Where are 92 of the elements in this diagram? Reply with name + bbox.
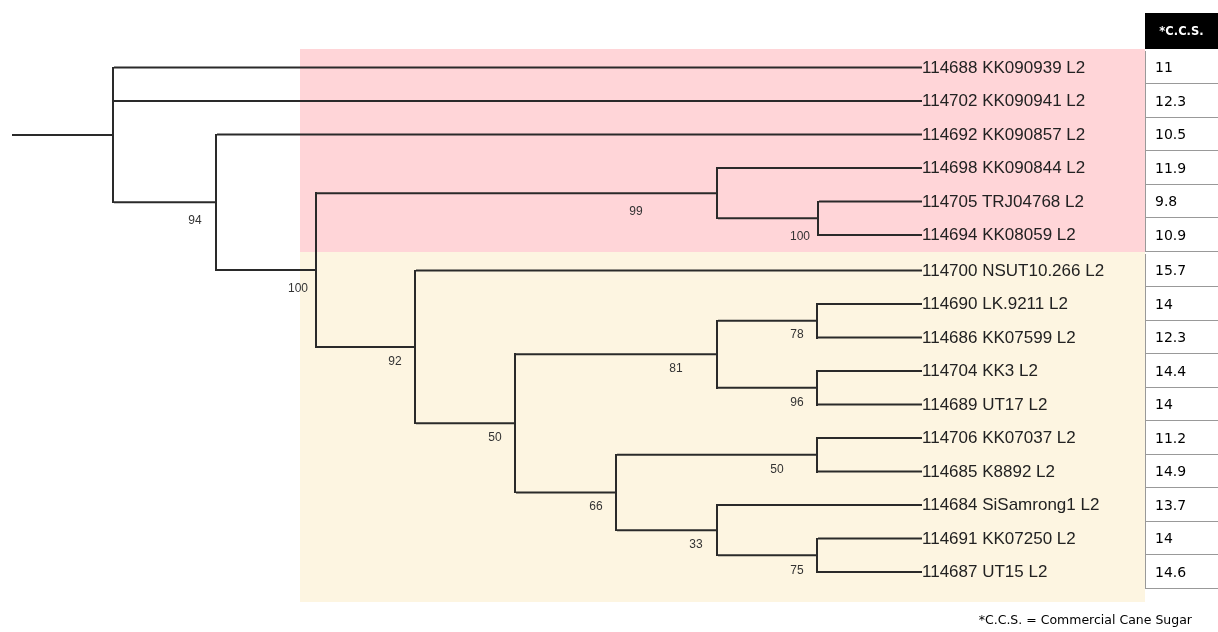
tree-branch bbox=[316, 192, 717, 195]
table-cell: 11.9 bbox=[1145, 151, 1218, 185]
clade-node-line bbox=[716, 167, 718, 220]
taxon-label: 114690 LK.9211 L2 bbox=[922, 292, 1068, 316]
bootstrap-value: 96 bbox=[790, 395, 804, 409]
table-cell: 14.9 bbox=[1145, 454, 1218, 489]
table-cell: 12.3 bbox=[1145, 320, 1218, 355]
taxon-label: 114685 K8892 L2 bbox=[922, 459, 1055, 484]
bootstrap-value: 92 bbox=[388, 354, 402, 368]
bootstrap-value: 50 bbox=[488, 430, 502, 444]
tree-branch bbox=[515, 353, 717, 356]
tree-branch bbox=[216, 133, 923, 136]
tree-branch bbox=[818, 200, 923, 203]
table-cell: 12.3 bbox=[1145, 84, 1218, 118]
bootstrap-value: 50 bbox=[770, 462, 784, 476]
table-cell: 11.2 bbox=[1145, 421, 1218, 455]
table-cell: 13.7 bbox=[1145, 488, 1218, 522]
bootstrap-value: 100 bbox=[790, 229, 810, 243]
tree-branch bbox=[817, 370, 923, 372]
bootstrap-value: 99 bbox=[629, 204, 643, 218]
clade-highlight bbox=[300, 49, 1145, 252]
tree-branch bbox=[515, 491, 616, 494]
tree-branch bbox=[817, 437, 923, 439]
taxon-label: 114691 KK07250 L2 bbox=[922, 526, 1076, 551]
bootstrap-value: 100 bbox=[288, 281, 308, 295]
table-cell: 14 bbox=[1145, 521, 1218, 556]
table-cell: 14.4 bbox=[1145, 354, 1218, 388]
tree-branch bbox=[316, 345, 415, 348]
clade-node-line bbox=[716, 319, 718, 389]
bootstrap-value: 75 bbox=[790, 563, 804, 577]
table-cell: 9.8 bbox=[1145, 184, 1218, 219]
taxon-label: 114704 KK3 L2 bbox=[922, 359, 1038, 383]
clade-node-line bbox=[112, 66, 114, 204]
clade-node-line bbox=[816, 437, 818, 473]
bootstrap-value: 78 bbox=[790, 327, 804, 341]
tree-branch bbox=[717, 319, 817, 322]
table-cell: 11 bbox=[1145, 50, 1218, 85]
tree-branch bbox=[817, 571, 923, 573]
table-cell: 14.6 bbox=[1145, 555, 1218, 589]
tree-branch bbox=[11, 133, 113, 136]
clade-node-line bbox=[315, 192, 317, 348]
taxon-label: 114706 KK07037 L2 bbox=[922, 426, 1076, 450]
tree-branch bbox=[415, 269, 923, 272]
tree-branch bbox=[817, 336, 923, 339]
tree-branch bbox=[717, 504, 923, 506]
tree-branch bbox=[717, 217, 818, 220]
taxon-label: 114700 NSUT10.266 L2 bbox=[922, 258, 1105, 283]
tree-branch bbox=[113, 66, 923, 69]
tree-branch bbox=[717, 554, 817, 557]
taxon-label: 114698 KK090844 L2 bbox=[922, 156, 1086, 180]
tree-branch bbox=[216, 269, 316, 271]
clade-node-line bbox=[816, 370, 818, 406]
table-cell: 14 bbox=[1145, 287, 1218, 321]
clade-node-line bbox=[817, 200, 819, 236]
clade-node-line bbox=[716, 504, 718, 557]
taxon-label: 114688 KK090939 L2 bbox=[922, 55, 1086, 80]
tree-branch bbox=[817, 303, 923, 305]
clade-node-line bbox=[414, 269, 416, 425]
taxon-label: 114687 UT15 L2 bbox=[922, 560, 1048, 584]
bootstrap-value: 66 bbox=[589, 499, 603, 513]
taxon-label: 114702 KK090941 L2 bbox=[922, 89, 1086, 113]
tree-branch bbox=[818, 234, 923, 236]
clade-node-line bbox=[816, 537, 818, 573]
tree-branch bbox=[616, 453, 817, 456]
footnote: *C.C.S. = Commercial Cane Sugar bbox=[978, 612, 1192, 627]
tree-branch bbox=[817, 403, 923, 406]
tree-branch bbox=[817, 537, 923, 540]
bootstrap-value: 94 bbox=[188, 213, 202, 227]
tree-branch bbox=[113, 201, 216, 204]
taxon-label: 114694 KK08059 L2 bbox=[922, 223, 1076, 247]
taxon-label: 114689 UT17 L2 bbox=[922, 392, 1048, 417]
clade-node-line bbox=[816, 303, 818, 339]
tree-branch bbox=[616, 529, 717, 532]
tree-branch bbox=[113, 100, 923, 102]
tree-branch bbox=[817, 470, 923, 473]
clade-node-line bbox=[215, 133, 217, 271]
bootstrap-value: 81 bbox=[669, 361, 683, 375]
taxon-label: 114686 KK07599 L2 bbox=[922, 325, 1076, 350]
tree-branch bbox=[717, 167, 923, 169]
clade-node-line bbox=[514, 353, 516, 494]
taxon-label: 114705 TRJ04768 L2 bbox=[922, 189, 1084, 214]
tree-branch bbox=[717, 386, 817, 389]
table-cell: 10.9 bbox=[1145, 218, 1218, 252]
table-cell: 14 bbox=[1145, 387, 1218, 422]
table-cell: 10.5 bbox=[1145, 117, 1218, 152]
clade-node-line bbox=[615, 453, 617, 532]
bootstrap-value: 33 bbox=[689, 537, 703, 551]
tree-branch bbox=[415, 422, 515, 425]
taxon-label: 114684 SiSamrong1 L2 bbox=[922, 493, 1100, 517]
table-header-cell: *C.C.S. bbox=[1145, 13, 1218, 49]
table-cell: 15.7 bbox=[1145, 253, 1218, 288]
taxon-label: 114692 KK090857 L2 bbox=[922, 122, 1086, 147]
